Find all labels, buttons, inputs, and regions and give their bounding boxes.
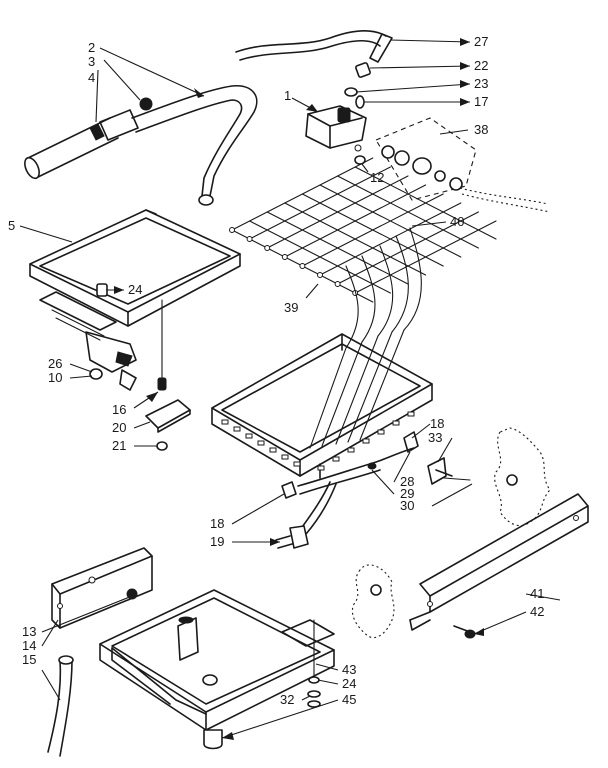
bracket-13 — [51, 547, 153, 629]
drain-pan-43 — [99, 589, 335, 731]
screw-16 — [157, 299, 167, 391]
ice-bin-frame — [211, 333, 433, 479]
drain-tube-15 — [47, 655, 74, 757]
screw-24-upper — [96, 283, 108, 297]
callout-1: 1 — [284, 88, 291, 103]
callout-13: 13 — [22, 624, 36, 639]
leader-lines — [19, 38, 561, 740]
callout-24-lower: 24 — [342, 676, 356, 691]
cabinet-outline-right — [494, 427, 551, 527]
cabinet-outline-left — [351, 564, 395, 638]
callout-38: 38 — [474, 122, 488, 137]
callout-15: 15 — [22, 652, 36, 667]
fitting-22 — [355, 62, 371, 78]
callout-18-right: 18 — [430, 416, 444, 431]
callout-27: 27 — [474, 34, 488, 49]
wire-grid-40 — [229, 157, 497, 449]
callout-29: 29 — [400, 486, 414, 501]
callout-40: 40 — [450, 214, 464, 229]
wire-30 — [443, 477, 471, 481]
callout-22: 22 — [474, 58, 488, 73]
callout-21: 21 — [112, 438, 126, 453]
water-tube-27 — [235, 30, 393, 63]
callout-33: 33 — [428, 430, 442, 445]
water-valve-1 — [305, 105, 367, 152]
callout-23: 23 — [474, 76, 488, 91]
clamp-3 — [139, 97, 153, 111]
callout-17: 17 — [474, 94, 488, 109]
switch-33 — [427, 457, 453, 485]
power-cord-19 — [275, 447, 415, 549]
callout-5: 5 — [8, 218, 15, 233]
bracket-20 — [145, 399, 191, 433]
callout-28: 28 — [400, 474, 414, 489]
callout-10: 10 — [48, 370, 62, 385]
clip-17 — [355, 95, 365, 109]
callout-39: 39 — [284, 300, 298, 315]
nut-23 — [344, 87, 358, 97]
callout-26: 26 — [48, 356, 62, 371]
screw-42 — [453, 625, 476, 639]
callout-41: 41 — [530, 586, 544, 601]
foot-45 — [203, 700, 321, 750]
nut-21 — [156, 441, 168, 451]
callout-14: 14 — [22, 638, 36, 653]
fill-tube-2 — [24, 85, 258, 206]
callout-2: 2 — [88, 40, 95, 55]
callout-16: 16 — [112, 402, 126, 417]
callout-4: 4 — [88, 70, 95, 85]
washer-32 — [307, 690, 321, 698]
callout-30: 30 — [400, 498, 414, 513]
callout-43: 43 — [342, 662, 356, 677]
callout-labels: 2 3 4 5 27 22 23 17 1 38 12 40 39 24 26 … — [8, 34, 544, 707]
callout-19: 19 — [210, 534, 224, 549]
callout-18-left: 18 — [210, 516, 224, 531]
callout-12: 12 — [370, 170, 384, 185]
callout-42: 42 — [530, 604, 544, 619]
callout-24-upper: 24 — [128, 282, 142, 297]
callout-45: 45 — [342, 692, 356, 707]
callout-20: 20 — [112, 420, 126, 435]
heater-4 — [89, 123, 105, 141]
harness-38 — [375, 117, 551, 213]
callout-32: 32 — [280, 692, 294, 707]
clip-18-right — [403, 431, 419, 453]
front-panel-41 — [409, 493, 589, 631]
callout-3: 3 — [88, 54, 95, 69]
